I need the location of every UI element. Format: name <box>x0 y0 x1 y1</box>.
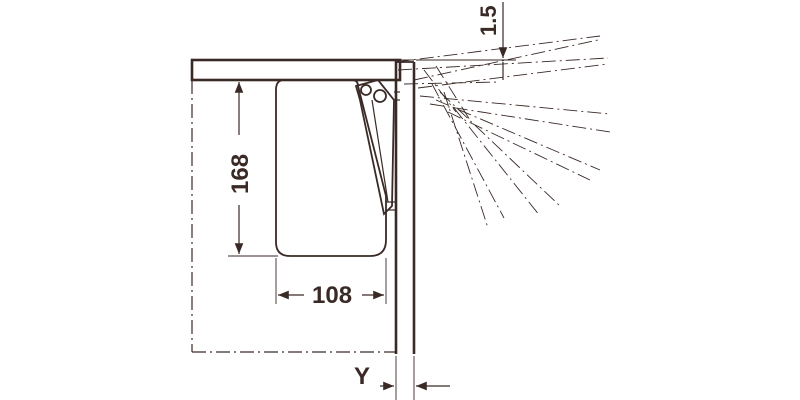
pivot-upper <box>360 84 372 96</box>
mounting-screw-bottom <box>386 201 396 211</box>
top-panel <box>190 58 402 82</box>
dimension-width: 108 <box>275 258 387 309</box>
width-label: 108 <box>312 282 352 309</box>
lever-arm <box>354 78 395 216</box>
cabinet-outline <box>191 80 396 353</box>
mounting-screw-top <box>394 91 400 101</box>
gap-label: 1.5 <box>476 5 501 36</box>
dimension-height: 168 <box>227 79 278 257</box>
dimension-gap: 1.5 <box>416 2 516 80</box>
mechanism-housing <box>275 79 387 257</box>
side-panel <box>394 60 416 354</box>
offset-label: Y <box>354 363 370 390</box>
pivot-lower <box>373 89 387 103</box>
height-label: 168 <box>227 154 254 194</box>
dimension-offset: Y <box>354 356 450 400</box>
